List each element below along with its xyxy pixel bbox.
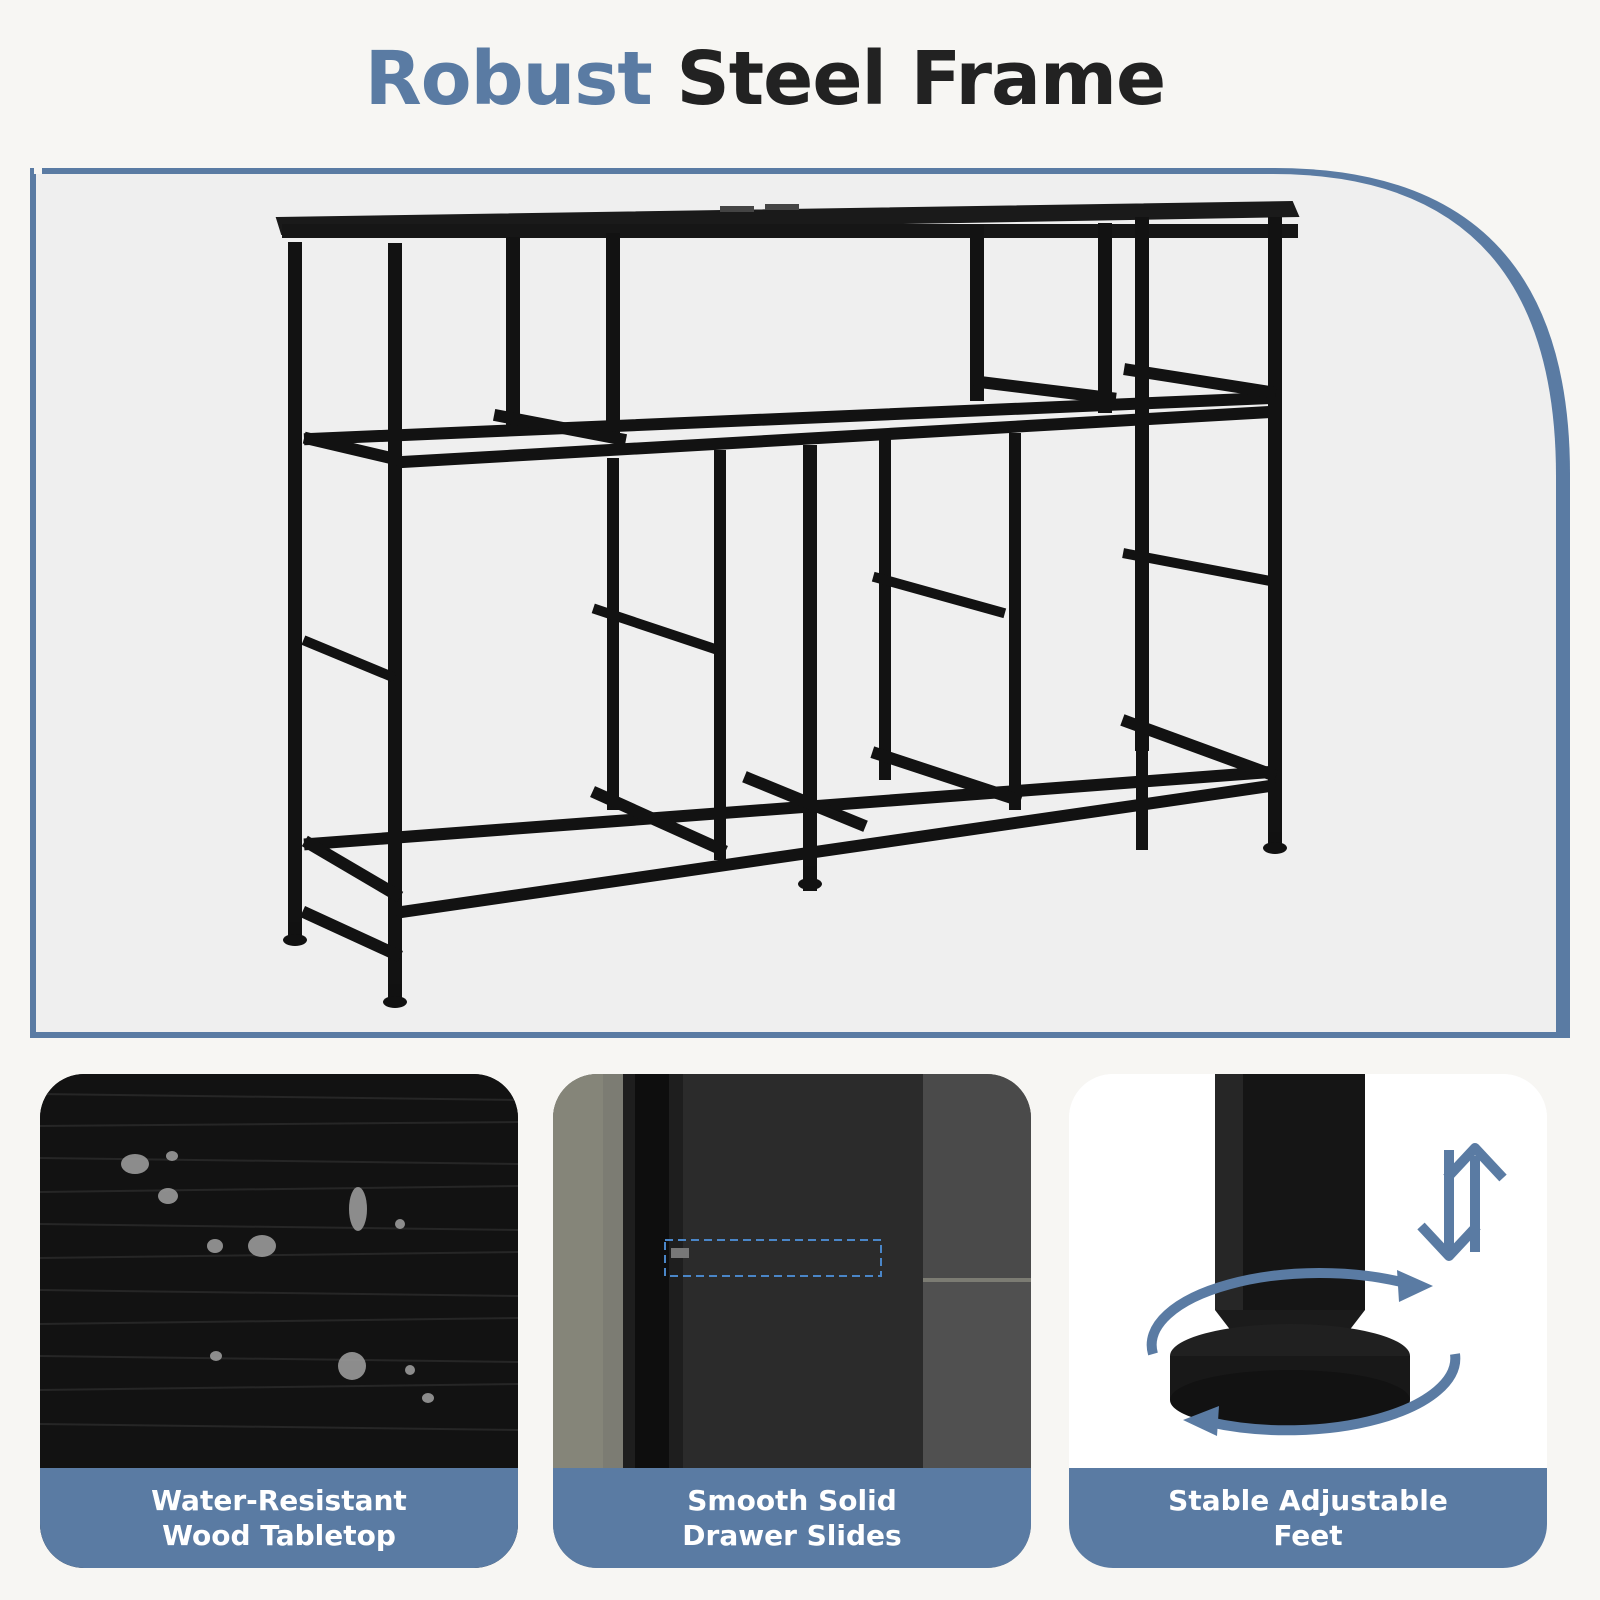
adjustable-foot-icon bbox=[1069, 1074, 1547, 1468]
console-table bbox=[275, 200, 1300, 1003]
feature-card-drawer-slides: Smooth Solid Drawer Slides bbox=[553, 1074, 1031, 1568]
title-rest: Steel Frame bbox=[676, 36, 1166, 122]
drawer-slide-icon bbox=[553, 1074, 1031, 1468]
water-droplet-icon bbox=[40, 1074, 518, 1468]
feature-caption-line1: Water-Resistant bbox=[151, 1484, 407, 1517]
hero-frame-panel bbox=[30, 154, 1580, 1040]
page-title: Robust Steel Frame bbox=[0, 36, 1530, 122]
feature-card-tabletop: Water-Resistant Wood Tabletop bbox=[40, 1074, 518, 1568]
feature-caption-line2: Drawer Slides bbox=[682, 1519, 902, 1552]
feature-caption-line1: Stable Adjustable bbox=[1168, 1484, 1448, 1517]
feature-caption: Water-Resistant Wood Tabletop bbox=[40, 1468, 518, 1568]
feature-caption: Smooth Solid Drawer Slides bbox=[553, 1468, 1031, 1568]
feature-caption-line2: Feet bbox=[1273, 1519, 1343, 1552]
feature-caption-line1: Smooth Solid bbox=[687, 1484, 897, 1517]
steel-frame-illustration bbox=[30, 154, 1570, 1038]
feature-caption: Stable Adjustable Feet bbox=[1069, 1468, 1547, 1568]
title-accent: Robust bbox=[364, 36, 653, 122]
feature-caption-line2: Wood Tabletop bbox=[162, 1519, 396, 1552]
feature-card-adjustable-feet: Stable Adjustable Feet bbox=[1069, 1074, 1547, 1568]
